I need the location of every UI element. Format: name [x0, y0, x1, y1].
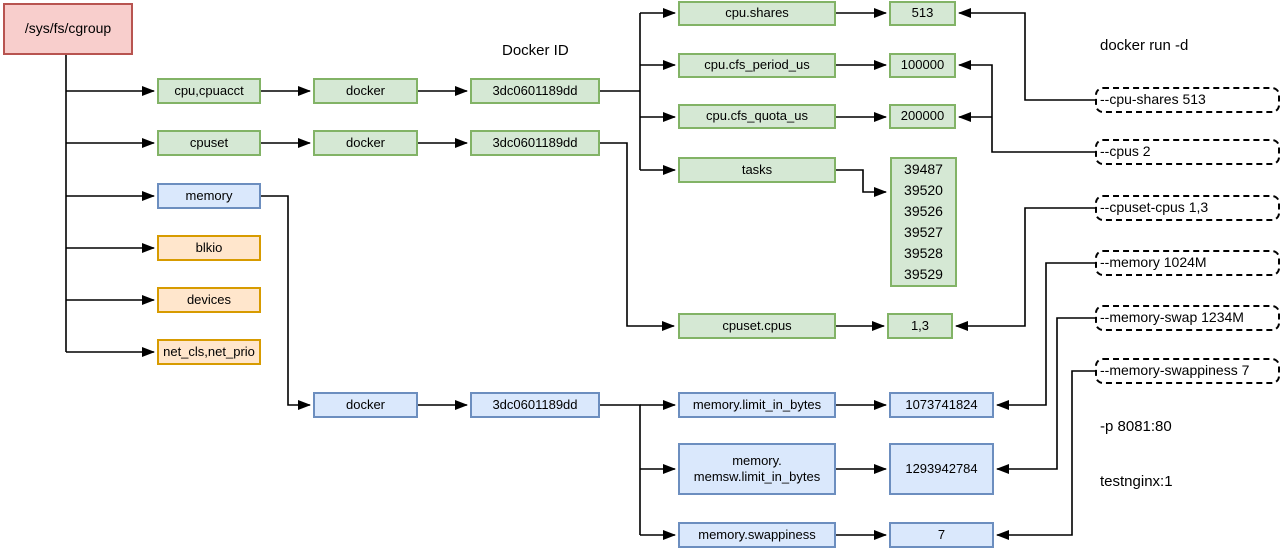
node-docker-memory: docker	[313, 392, 418, 418]
value-memory-memsw-limit-in-bytes: 1293942784	[889, 443, 994, 495]
node-memory-limit-in-bytes: memory.limit_in_bytes	[678, 392, 836, 418]
node-net-cls-net-prio: net_cls,net_prio	[157, 339, 261, 365]
option-cpus: --cpus 2	[1095, 139, 1280, 165]
node-docker-cpu: docker	[313, 78, 418, 104]
label-port-option: -p 8081:80	[1100, 418, 1172, 435]
node-container-id-cpu: 3dc0601189dd	[470, 78, 600, 104]
node-cpu-shares: cpu.shares	[678, 1, 836, 26]
node-memory: memory	[157, 183, 261, 209]
option-memory: --memory 1024M	[1095, 250, 1280, 276]
option-cpu-shares: --cpu-shares 513	[1095, 87, 1280, 113]
value-memory-swappiness: 7	[889, 522, 994, 548]
label-docker-run-command: docker run -d	[1100, 37, 1189, 54]
node-tasks: tasks	[678, 157, 836, 183]
node-cpu-cfs-period-us: cpu.cfs_period_us	[678, 53, 836, 78]
node-cpu-cfs-quota-us: cpu.cfs_quota_us	[678, 104, 836, 129]
node-cpuset: cpuset	[157, 130, 261, 156]
node-blkio: blkio	[157, 235, 261, 261]
value-cpu-cfs-quota-us: 200000	[889, 104, 956, 129]
value-cpu-shares: 513	[889, 1, 956, 26]
option-memory-swap: --memory-swap 1234M	[1095, 305, 1280, 331]
node-sys-fs-cgroup: /sys/fs/cgroup	[3, 3, 133, 55]
node-cpu-cpuacct: cpu,cpuacct	[157, 78, 261, 104]
value-cpuset-cpus: 1,3	[887, 313, 953, 339]
label-docker-id: Docker ID	[502, 42, 569, 59]
node-memory-memsw-limit-in-bytes: memory. memsw.limit_in_bytes	[678, 443, 836, 495]
label-image-name: testnginx:1	[1100, 473, 1173, 490]
value-cpu-cfs-period-us: 100000	[889, 53, 956, 78]
node-container-id-cpuset: 3dc0601189dd	[470, 130, 600, 156]
node-memory-swappiness: memory.swappiness	[678, 522, 836, 548]
value-tasks-pids: 39487 39520 39526 39527 39528 39529	[890, 157, 957, 287]
option-cpuset-cpus: --cpuset-cpus 1,3	[1095, 195, 1280, 221]
node-cpuset-cpus: cpuset.cpus	[678, 313, 836, 339]
option-memory-swappiness: --memory-swappiness 7	[1095, 358, 1280, 384]
value-memory-limit-in-bytes: 1073741824	[889, 392, 994, 418]
node-container-id-memory: 3dc0601189dd	[470, 392, 600, 418]
node-docker-cpuset: docker	[313, 130, 418, 156]
node-devices: devices	[157, 287, 261, 313]
